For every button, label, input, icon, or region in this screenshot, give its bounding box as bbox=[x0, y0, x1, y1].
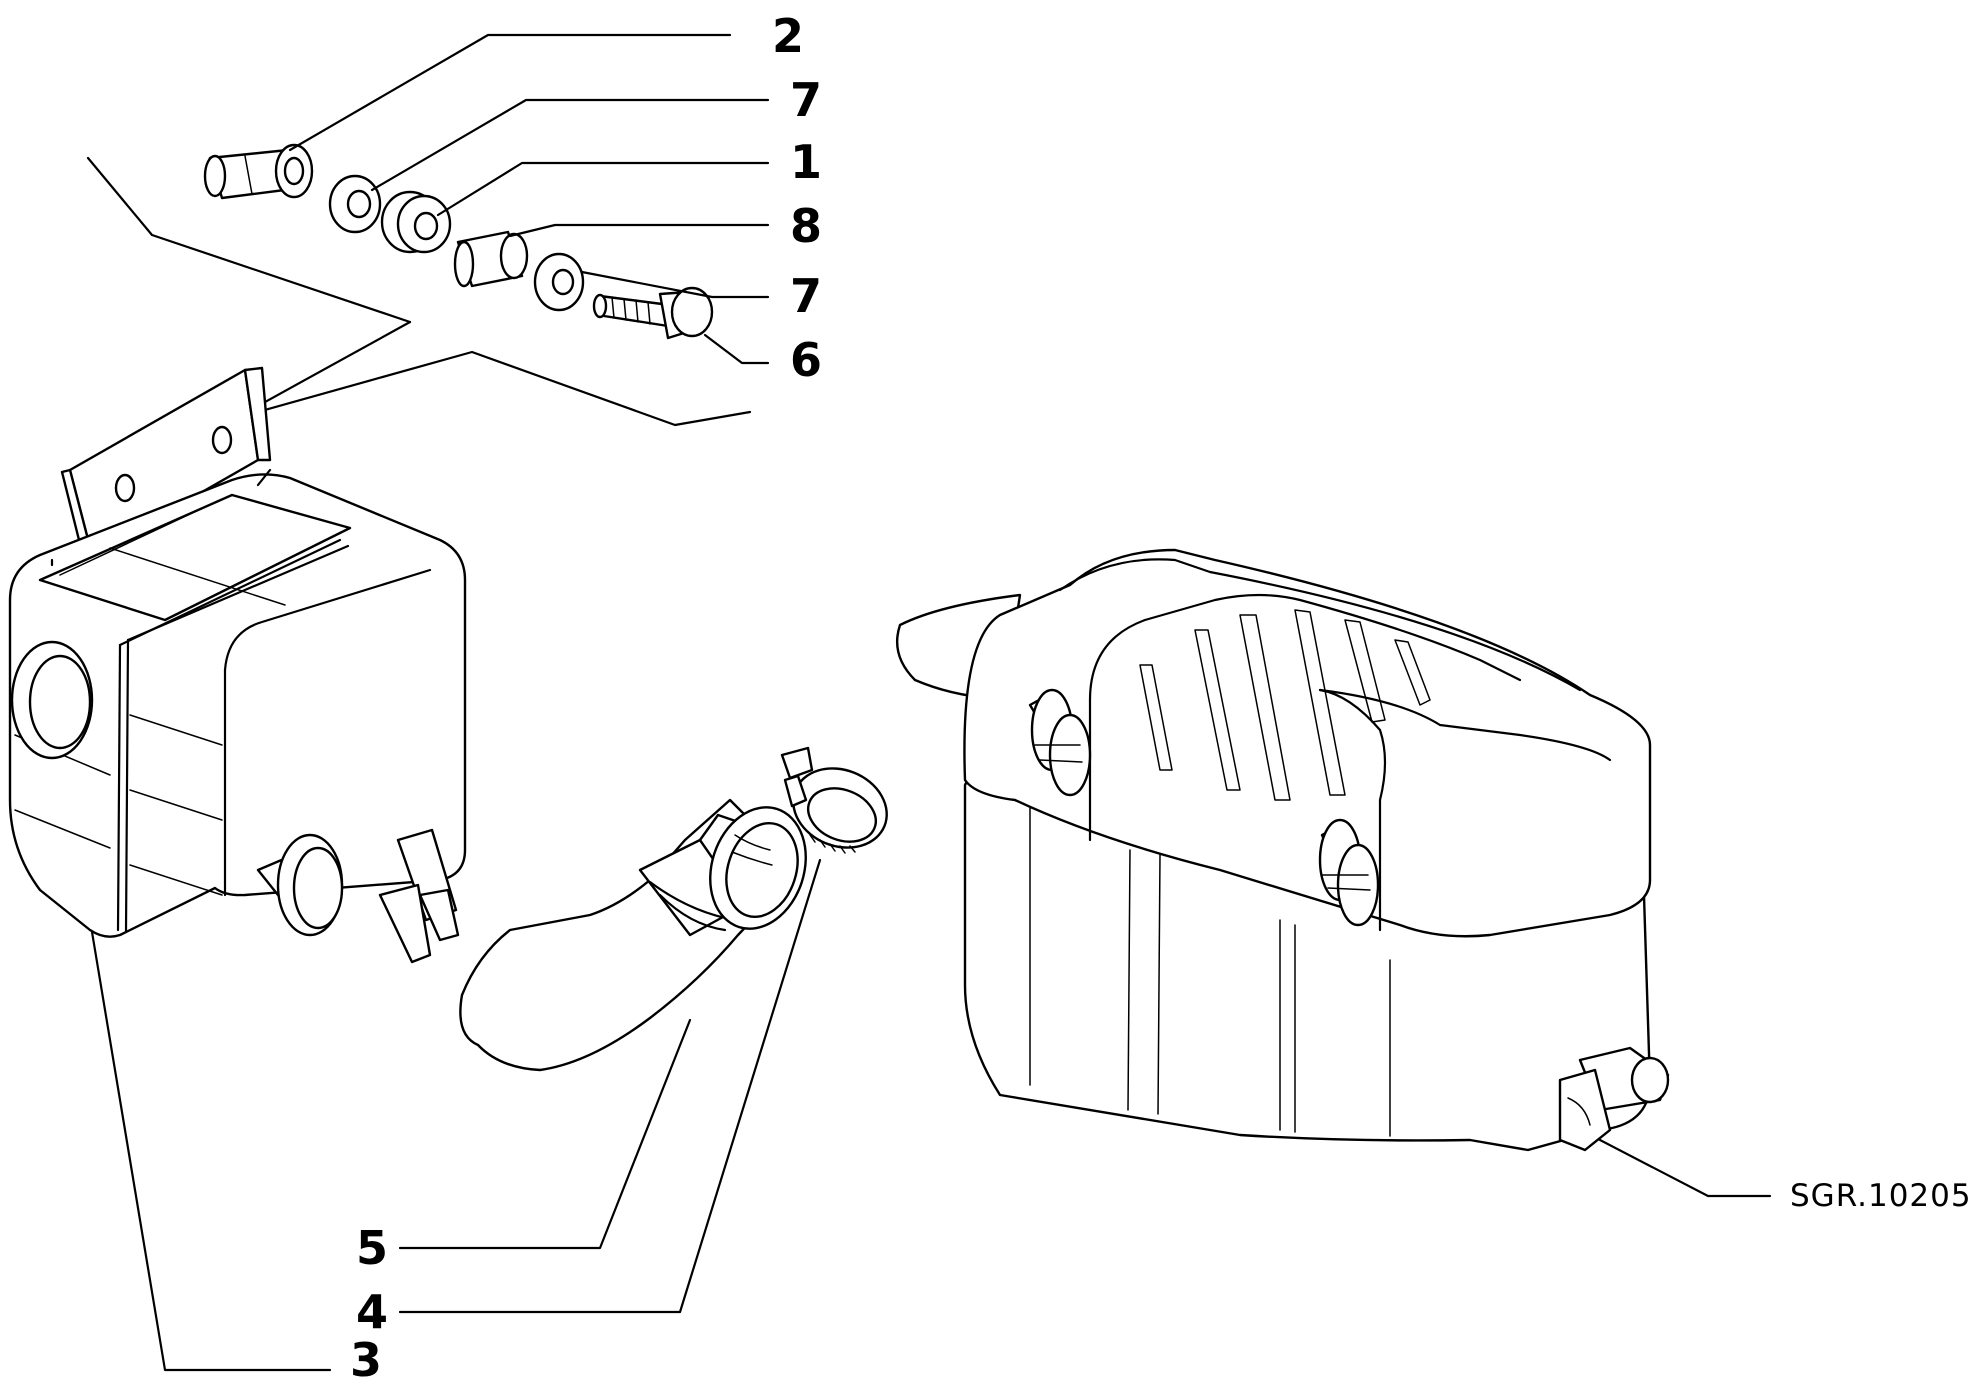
part-1-grommet bbox=[380, 190, 452, 254]
callout-8: 8 bbox=[790, 199, 822, 253]
part-6-bolt bbox=[592, 286, 714, 340]
callout-labels: 2 7 1 8 7 6 5 4 3 SGR.10205 bbox=[350, 9, 1972, 1380]
reference-code: SGR.10205 bbox=[1790, 1178, 1972, 1214]
callout-4: 4 bbox=[356, 1285, 388, 1339]
part-2-fitting bbox=[203, 143, 314, 200]
part-5-hose bbox=[459, 798, 807, 1072]
part-4-hose-clamp bbox=[780, 746, 888, 854]
callout-6: 6 bbox=[790, 333, 822, 387]
callout-7-lower: 7 bbox=[790, 269, 822, 323]
callout-7-upper: 7 bbox=[790, 73, 822, 127]
part-8-spacer bbox=[453, 230, 529, 288]
callout-3: 3 bbox=[350, 1333, 382, 1380]
part-3-expansion-tank bbox=[8, 156, 752, 964]
part-7-washer-lower bbox=[533, 252, 585, 312]
air-cleaner-assembly bbox=[895, 548, 1670, 1152]
leader-lines bbox=[90, 33, 1772, 1372]
part-7-washer-upper bbox=[328, 174, 382, 234]
callout-2: 2 bbox=[772, 9, 804, 63]
callout-1: 1 bbox=[790, 135, 822, 189]
callout-5: 5 bbox=[356, 1221, 388, 1275]
